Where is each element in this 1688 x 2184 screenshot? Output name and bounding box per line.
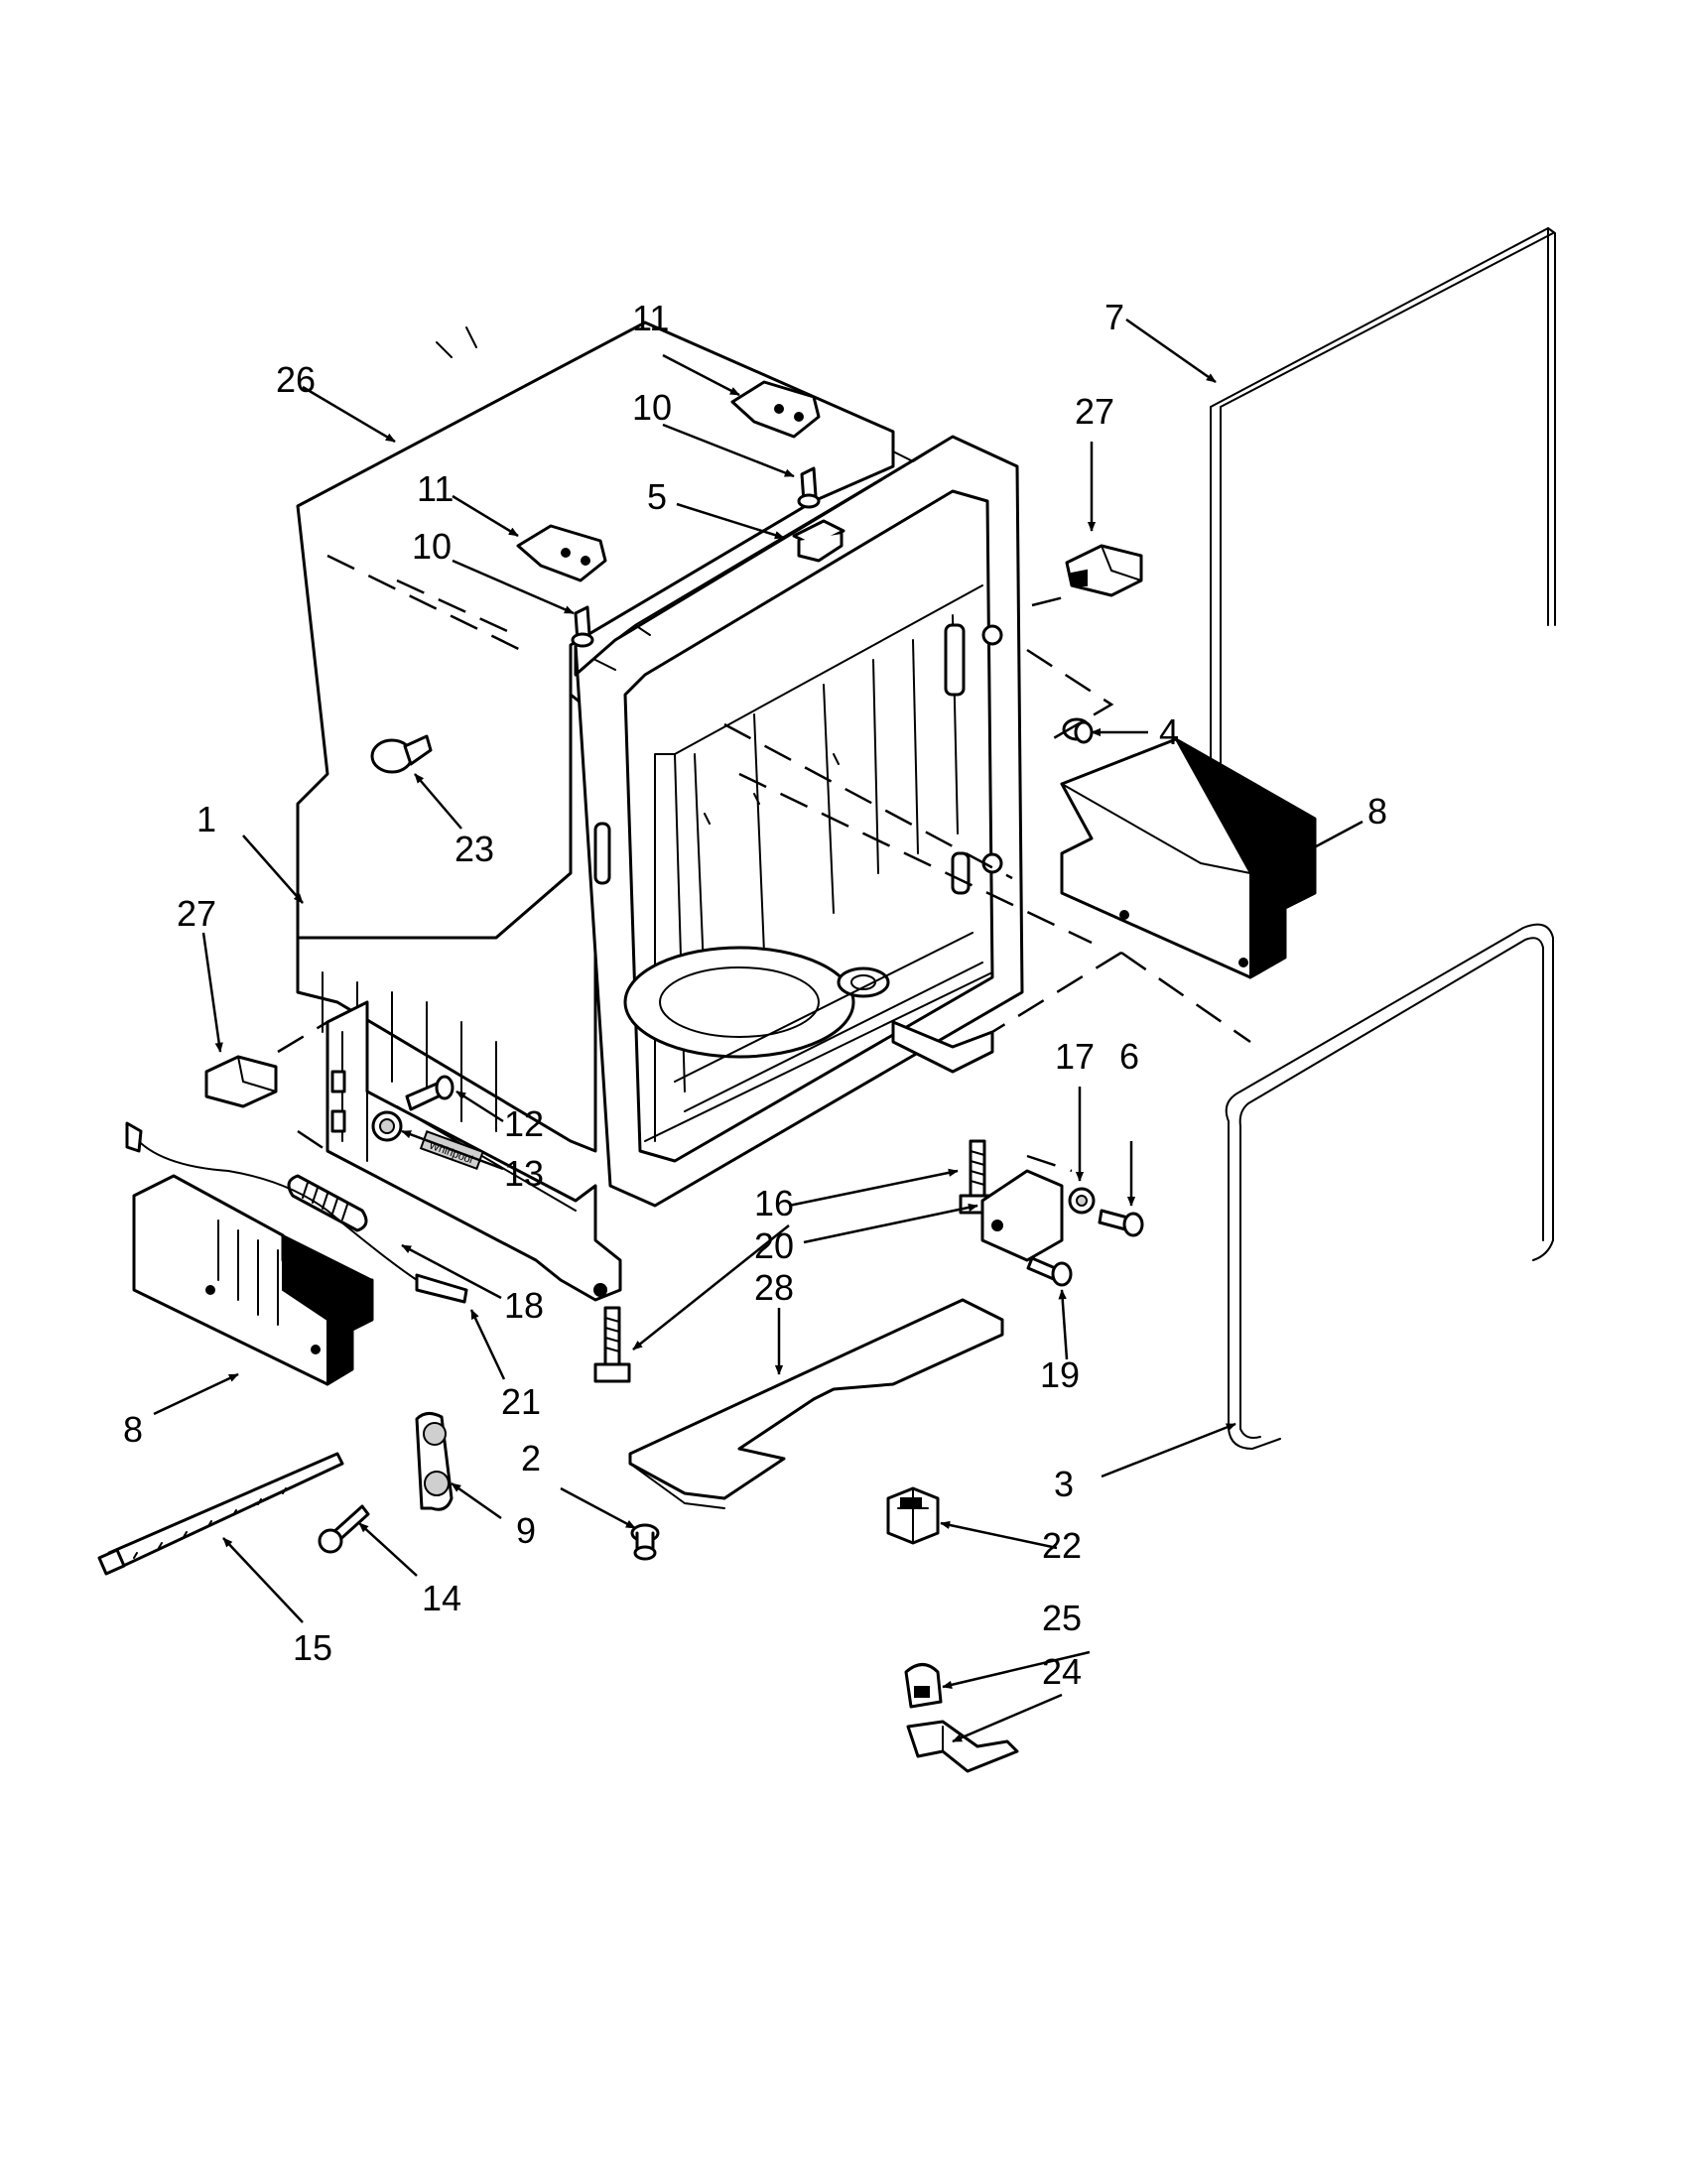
leader-lines: [153, 318, 1363, 1743]
cable-tie: [97, 1452, 344, 1576]
wrap-tab: [436, 326, 477, 358]
nut-clip: [371, 1110, 403, 1142]
callout-25: 24: [1042, 1651, 1082, 1692]
side-seal-strip: [1210, 227, 1556, 810]
sump: [623, 946, 855, 1059]
leg-screw-19: [1026, 1256, 1073, 1287]
clip-left: [204, 1055, 278, 1108]
hinge-screw-lower: [571, 605, 594, 648]
callout-8-right: 8: [1367, 791, 1387, 832]
wire-clip: [886, 1486, 940, 1545]
callout-11-lower: 11: [417, 468, 454, 509]
insulation-block-left: [132, 1174, 374, 1386]
callout-9: 9: [516, 1510, 536, 1551]
callout-14: 12: [504, 1103, 544, 1144]
callout-1: 1: [196, 799, 216, 839]
mount-screw: [405, 1075, 454, 1111]
callout-27-left: 27: [177, 893, 216, 934]
mounting-screw-12: [318, 1504, 370, 1554]
insulation-block-right: [1060, 736, 1317, 979]
side-slot: [593, 822, 611, 885]
callout-8-left: 8: [123, 1409, 143, 1450]
base-cover-plate: [628, 1298, 1004, 1509]
callout-11-upper: 11: [632, 298, 669, 338]
leveler-foot: [904, 1663, 943, 1709]
callout-labels: 26 11 10 11 10 5 7 27 4 8 23 1 27 12 13 …: [123, 297, 1387, 1692]
callout-16-upper: 16: [754, 1183, 794, 1223]
callout-20: 20: [754, 1225, 794, 1266]
vent-clip: [792, 519, 845, 563]
callout-18: 18: [504, 1285, 544, 1326]
callout-22: 22: [1042, 1525, 1082, 1566]
callout-10-lower: 10: [412, 526, 452, 567]
small-plug: [1062, 717, 1094, 744]
callout-21: 21: [501, 1381, 541, 1422]
leveling-leg-lower: [593, 1306, 631, 1383]
plug-button: [370, 734, 433, 774]
callout-4: 4: [1159, 711, 1179, 752]
clip-right: [1065, 544, 1143, 597]
hinge-screw-upper: [797, 466, 821, 509]
hinge-bracket-upper: [730, 380, 821, 439]
foot-pad: [630, 1523, 660, 1561]
callout-19: 19: [1040, 1354, 1080, 1395]
callout-7: 7: [1104, 297, 1124, 337]
base-frame: Whirlpool: [325, 1000, 994, 1302]
hinge-bracket-lower: [516, 524, 607, 582]
callout-26: 25: [1042, 1598, 1082, 1638]
cable-clamp: [415, 1412, 454, 1511]
callout-24: 26: [276, 359, 316, 400]
leg-screw-6: [1098, 1209, 1144, 1237]
leg-nut: [1068, 1187, 1096, 1215]
heater-element: [287, 1174, 368, 1232]
tub-assembly: [296, 321, 1024, 1208]
callout-23: 23: [454, 829, 494, 869]
leg-bracket: [980, 1169, 1064, 1262]
callout-5: 5: [647, 476, 667, 517]
callout-3: 3: [1054, 1464, 1074, 1504]
callout-12: 14: [422, 1578, 461, 1618]
callout-27-right: 27: [1075, 391, 1114, 432]
callout-2: 2: [521, 1438, 541, 1478]
sensor-harness: [125, 1121, 468, 1304]
callout-17: 17: [1055, 1036, 1095, 1077]
callout-6: 6: [1119, 1036, 1139, 1077]
callout-13: 15: [293, 1627, 332, 1668]
assembly-lines: [277, 554, 1251, 1173]
callout-15: 13: [504, 1153, 544, 1194]
leveler-bracket: [906, 1720, 1019, 1773]
callout-10-upper: 10: [632, 387, 672, 428]
callout-28: 28: [754, 1267, 794, 1308]
door-gasket: [1225, 923, 1554, 1450]
